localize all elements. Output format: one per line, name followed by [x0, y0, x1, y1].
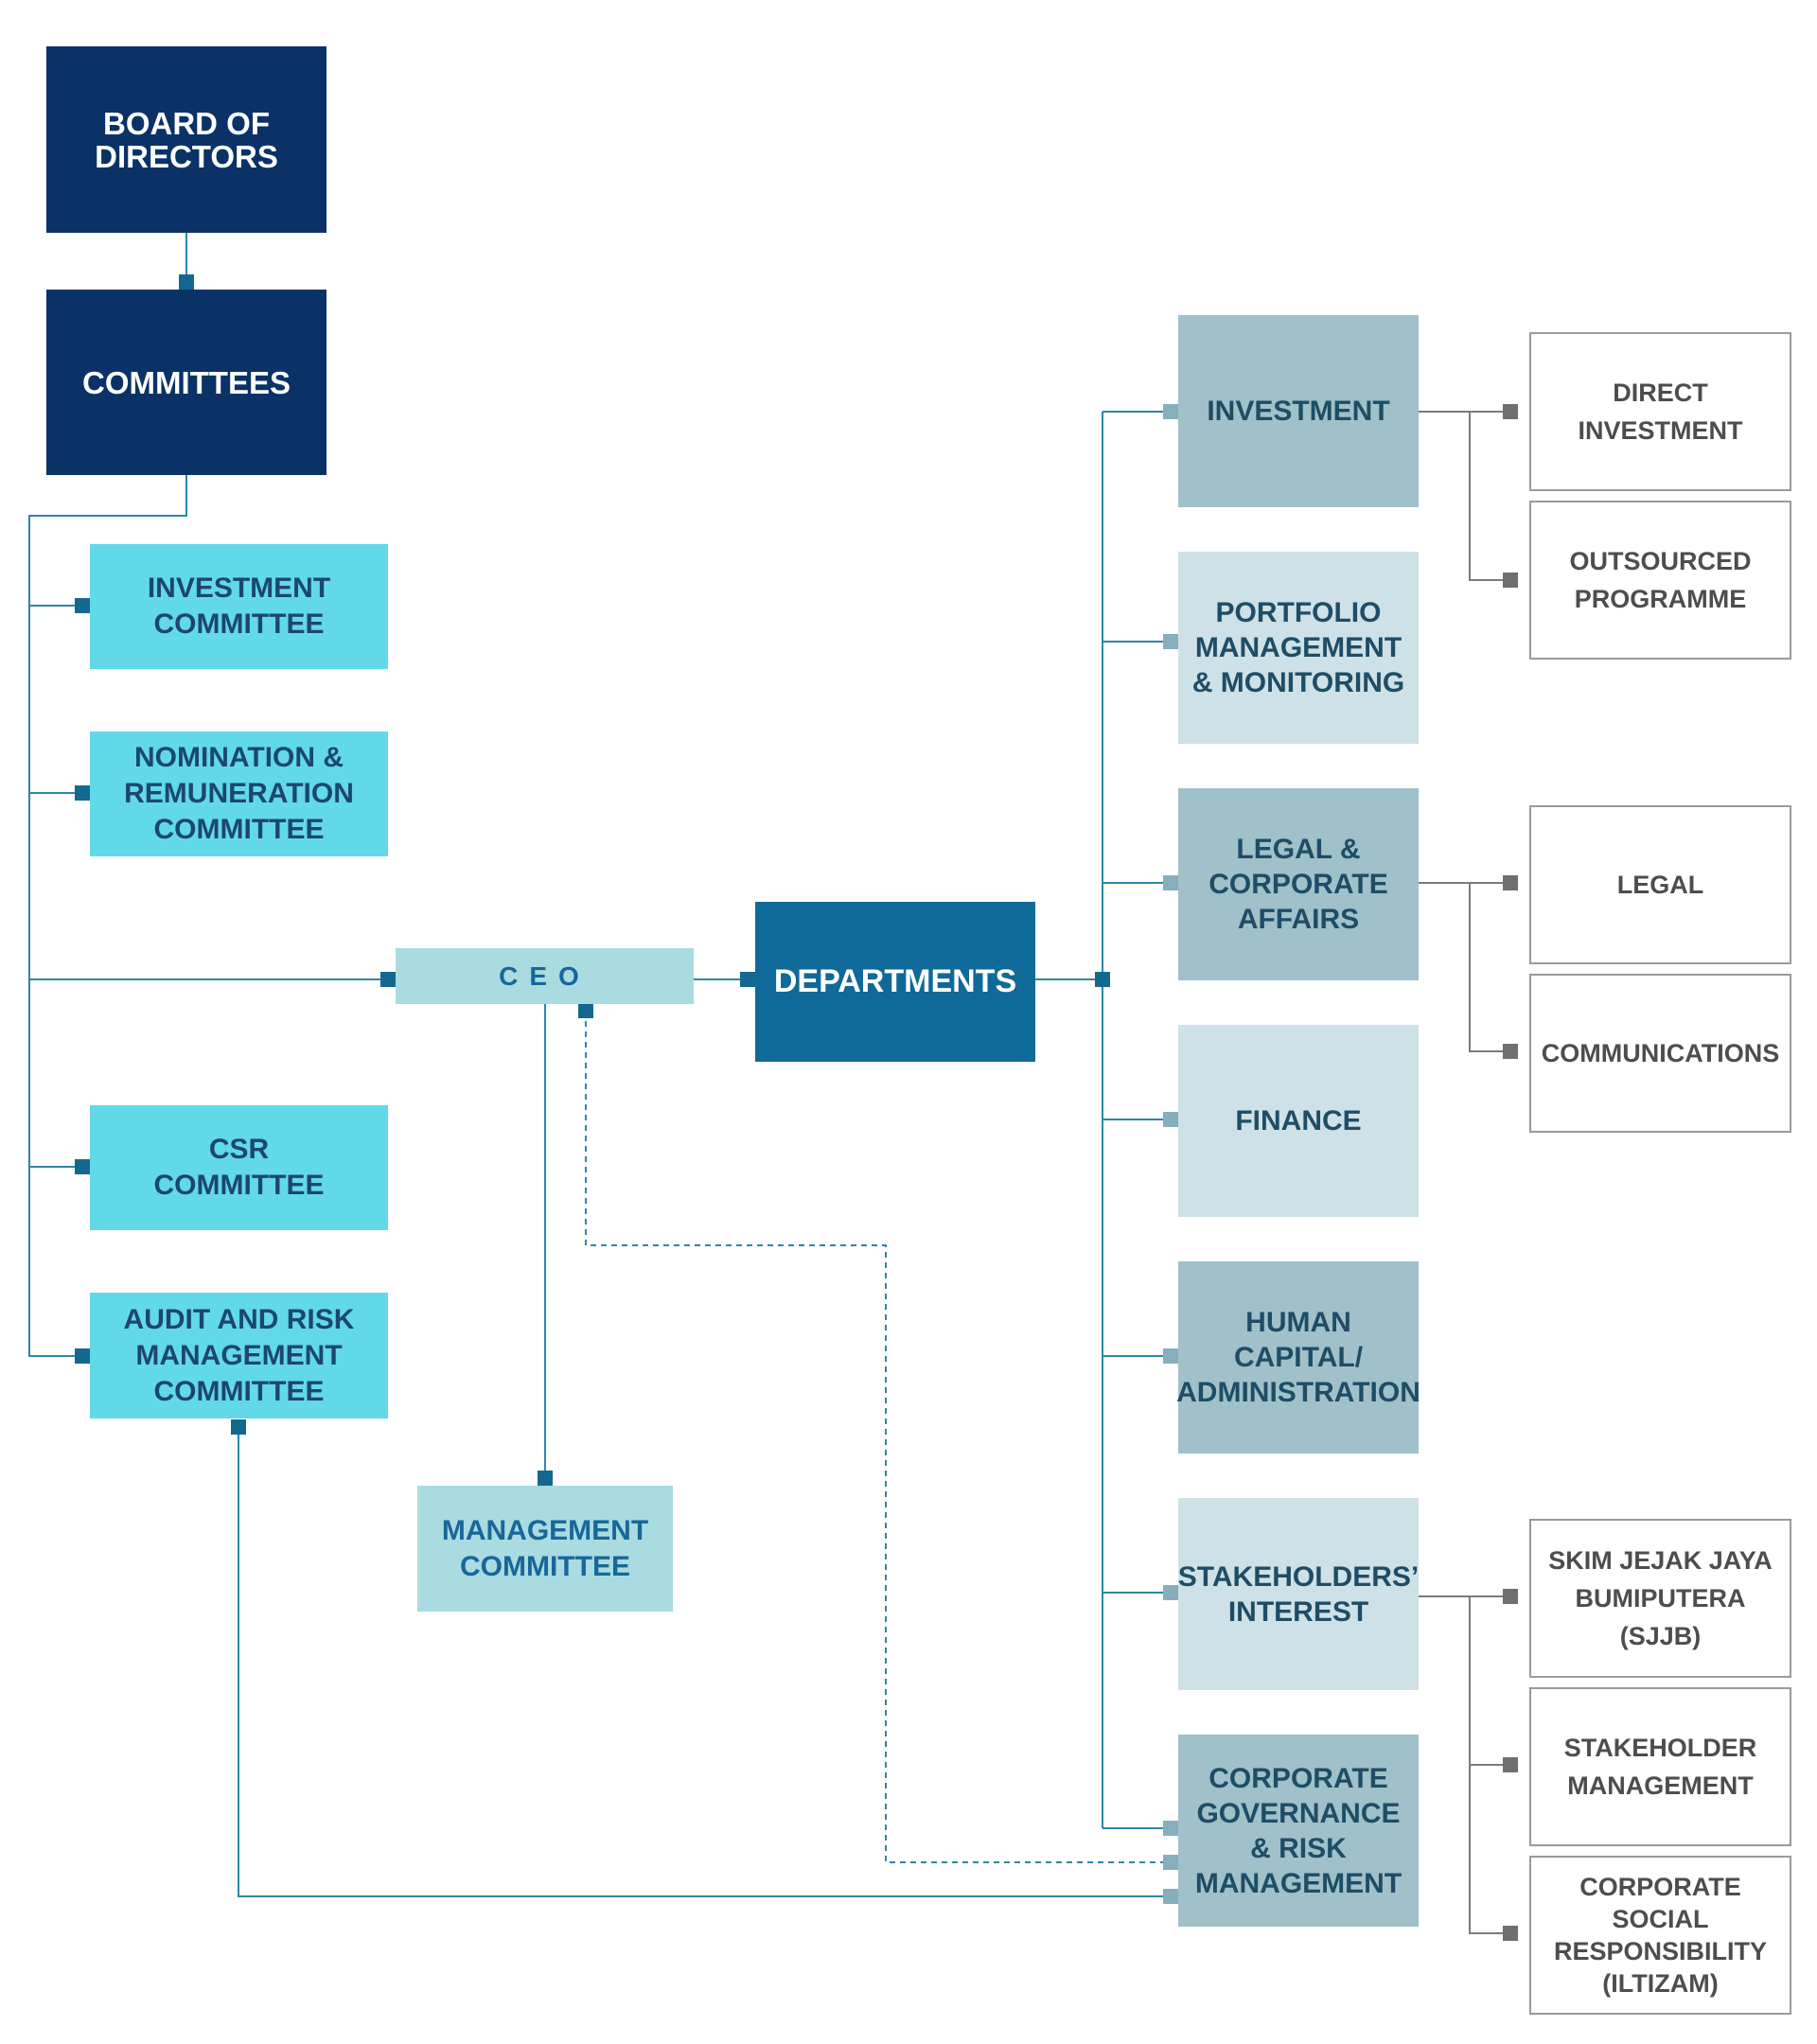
direct-investment-box: DIRECT INVESTMENT [1529, 332, 1791, 491]
departments-label: DEPARTMENTS [773, 963, 1017, 999]
direct-investment-label: DIRECT INVESTMENT [1578, 379, 1743, 445]
legal-unit-label: LEGAL [1616, 871, 1704, 899]
ceo-box: CEO [396, 948, 694, 1004]
audit-risk-committee-box: AUDIT AND RISK MANAGEMENT COMMITTEE [90, 1293, 388, 1418]
finance-box: FINANCE [1178, 1025, 1419, 1217]
stakeholders-interest-label: STAKEHOLDERS’ INTEREST [1177, 1560, 1420, 1628]
departments-box: DEPARTMENTS [755, 902, 1035, 1062]
human-capital-label: HUMAN CAPITAL/ ADMINISTRATION [1176, 1307, 1420, 1408]
communications-label: COMMUNICATIONS [1541, 1039, 1780, 1067]
committees-box: COMMITTEES [46, 290, 326, 475]
legal-corporate-affairs-box: LEGAL & CORPORATE AFFAIRS [1178, 788, 1419, 980]
finance-label: FINANCE [1235, 1105, 1362, 1137]
human-capital-box: HUMAN CAPITAL/ ADMINISTRATION [1176, 1261, 1420, 1454]
investment-committee-box: INVESTMENT COMMITTEE [90, 544, 388, 669]
investment-department-box: INVESTMENT [1178, 315, 1419, 507]
communications-box: COMMUNICATIONS [1529, 974, 1791, 1133]
outsourced-programme-box: OUTSOURCED PROGRAMME [1529, 501, 1791, 660]
sjjb-label: SKIM JEJAK JAYA BUMIPUTERA (SJJB) [1548, 1546, 1773, 1650]
board-of-directors-label: BOARD OF DIRECTORS [95, 105, 278, 174]
board-of-directors-box: BOARD OF DIRECTORS [46, 46, 326, 233]
corporate-social-responsibility-label: CORPORATE SOCIAL RESPONSIBILITY (ILTIZAM… [1553, 1873, 1768, 1998]
stakeholder-management-box: STAKEHOLDER MANAGEMENT [1529, 1687, 1791, 1846]
management-committee-box: MANAGEMENT COMMITTEE [417, 1486, 673, 1612]
management-committee-label: MANAGEMENT COMMITTEE [441, 1514, 649, 1582]
investment-committee-label: INVESTMENT COMMITTEE [147, 573, 331, 640]
corporate-social-responsibility-box: CORPORATE SOCIAL RESPONSIBILITY (ILTIZAM… [1529, 1856, 1791, 2015]
nomination-remuneration-committee-box: NOMINATION & REMUNERATION COMMITTEE [90, 731, 388, 856]
ceo-label: CEO [499, 960, 591, 991]
investment-department-label: INVESTMENT [1207, 396, 1390, 427]
csr-committee-label: CSR COMMITTEE [153, 1134, 325, 1201]
corporate-governance-box: CORPORATE GOVERNANCE & RISK MANAGEMENT [1178, 1735, 1419, 1927]
stakeholder-management-label: STAKEHOLDER MANAGEMENT [1563, 1734, 1757, 1800]
audit-risk-committee-label: AUDIT AND RISK MANAGEMENT COMMITTEE [123, 1303, 355, 1407]
portfolio-management-box: PORTFOLIO MANAGEMENT & MONITORING [1178, 552, 1419, 744]
portfolio-management-label: PORTFOLIO MANAGEMENT & MONITORING [1191, 597, 1405, 698]
stakeholders-interest-box: STAKEHOLDERS’ INTEREST [1178, 1498, 1419, 1690]
nomination-remuneration-committee-label: NOMINATION & REMUNERATION COMMITTEE [124, 742, 354, 845]
sjjb-box: SKIM JEJAK JAYA BUMIPUTERA (SJJB) [1529, 1519, 1791, 1678]
legal-corporate-affairs-label: LEGAL & CORPORATE AFFAIRS [1208, 834, 1388, 935]
csr-committee-box: CSR COMMITTEE [90, 1105, 388, 1230]
corporate-governance-label: CORPORATE GOVERNANCE & RISK MANAGEMENT [1194, 1762, 1402, 1899]
outsourced-programme-label: OUTSOURCED PROGRAMME [1569, 547, 1752, 613]
legal-unit-box: LEGAL [1529, 805, 1791, 964]
committees-label: COMMITTEES [82, 364, 291, 400]
